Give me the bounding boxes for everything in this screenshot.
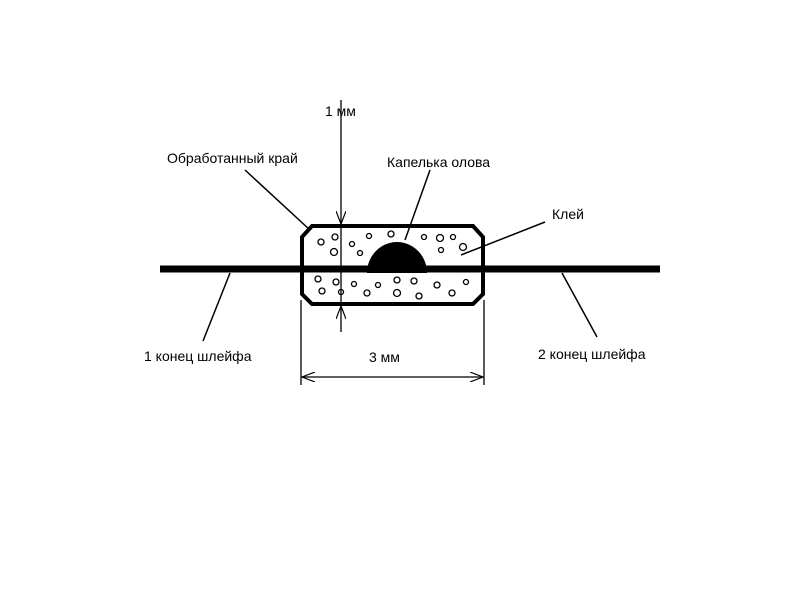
label-cable-end-1: 1 конец шлейфа — [144, 348, 252, 364]
label-glue: Клей — [552, 206, 584, 222]
label-dim-thickness: 1 мм — [325, 103, 356, 119]
label-dim-width: 3 мм — [369, 349, 400, 365]
label-solder-drop: Капелька олова — [387, 154, 491, 170]
label-cable-end-2: 2 конец шлейфа — [538, 346, 646, 362]
glue-particles — [314, 230, 470, 300]
solder-drop — [367, 242, 427, 273]
label-processed-edge: Обработанный край — [167, 150, 298, 166]
leader-lines — [202, 169, 598, 342]
